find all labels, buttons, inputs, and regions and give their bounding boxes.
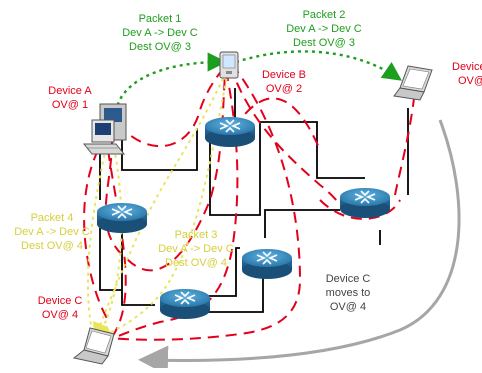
move-note-line2: moves to [326,287,371,299]
device-c-top-name: Device C [452,61,482,73]
device-a-name: Device A [48,85,92,97]
device-b-address: OV@ 2 [266,83,302,95]
packet3-line2: Dev A -> Dev C [158,243,234,255]
packet3-label: Packet 3 Dev A -> Dev C Dest OV@ 4 [158,229,234,269]
packet2-line3: Dest OV@ 3 [293,37,355,49]
packet2-label: Packet 2 Dev A -> Dev C Dest OV@ 3 [286,9,362,49]
packet2-line2: Dev A -> Dev C [286,23,362,35]
packet3-line1: Packet 3 [175,229,218,241]
pda-icon [219,51,239,79]
packet4-label: Packet 4 Dev A -> Dev C Dest OV@ 4 [14,212,90,252]
device-c-bottom-address: OV@ 4 [42,309,78,321]
device-c-top-address: OV@ 3 [458,75,482,87]
move-arrow [138,119,461,373]
packet1-line1: Packet 1 [139,13,182,25]
router-icon [340,188,390,218]
router-icon [97,203,147,233]
packet2-line1: Packet 2 [303,9,346,21]
device-a-address: OV@ 1 [52,99,88,111]
device-c-bottom-label: Device C OV@ 4 [38,295,83,321]
move-note-label: Device C moves to OV@ 4 [326,273,371,313]
device-c-bottom-name: Device C [38,295,83,307]
device-b-name: Device B [262,69,306,81]
packet4-line3: Dest OV@ 4 [21,240,83,252]
router-icon [242,249,292,279]
device-b-label: Device B OV@ 2 [262,69,306,95]
packet1-label: Packet 1 Dev A -> Dev C Dest OV@ 3 [122,13,198,53]
laptop-icon [72,327,115,365]
device-a-label: Device A OV@ 1 [48,85,92,111]
packet3-line3: Dest OV@ 4 [165,257,227,269]
laptop-icon [393,65,433,101]
green-path [114,50,402,113]
packet1-line3: Dest OV@ 3 [129,41,191,53]
move-note-line3: OV@ 4 [330,301,366,313]
computer-icon [82,103,127,155]
router-icon [160,289,210,319]
packet4-line1: Packet 4 [31,212,74,224]
router-icon [205,117,255,147]
device-c-top-label: Device C OV@ 3 [452,61,482,87]
packet4-line2: Dev A -> Dev C [14,226,90,238]
move-note-line1: Device C [326,273,371,285]
packet1-line2: Dev A -> Dev C [122,27,198,39]
